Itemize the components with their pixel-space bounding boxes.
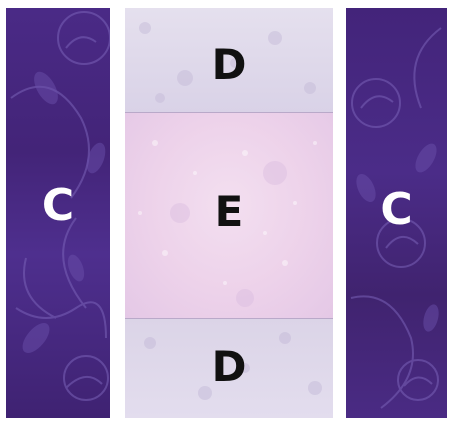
fabric-panel-left: C [6, 8, 110, 418]
fabric-panel-right: C [346, 8, 447, 418]
fabric-panel-middle: E [125, 113, 333, 318]
panel-label-left: C [6, 184, 110, 228]
panel-label-right: C [346, 188, 447, 232]
fabric-panel-bottom: D [125, 318, 333, 418]
panel-label-middle: E [125, 191, 333, 233]
panel-label-top: D [125, 44, 333, 86]
fabric-panel-top: D [125, 8, 333, 113]
panel-label-bottom: D [125, 346, 333, 388]
